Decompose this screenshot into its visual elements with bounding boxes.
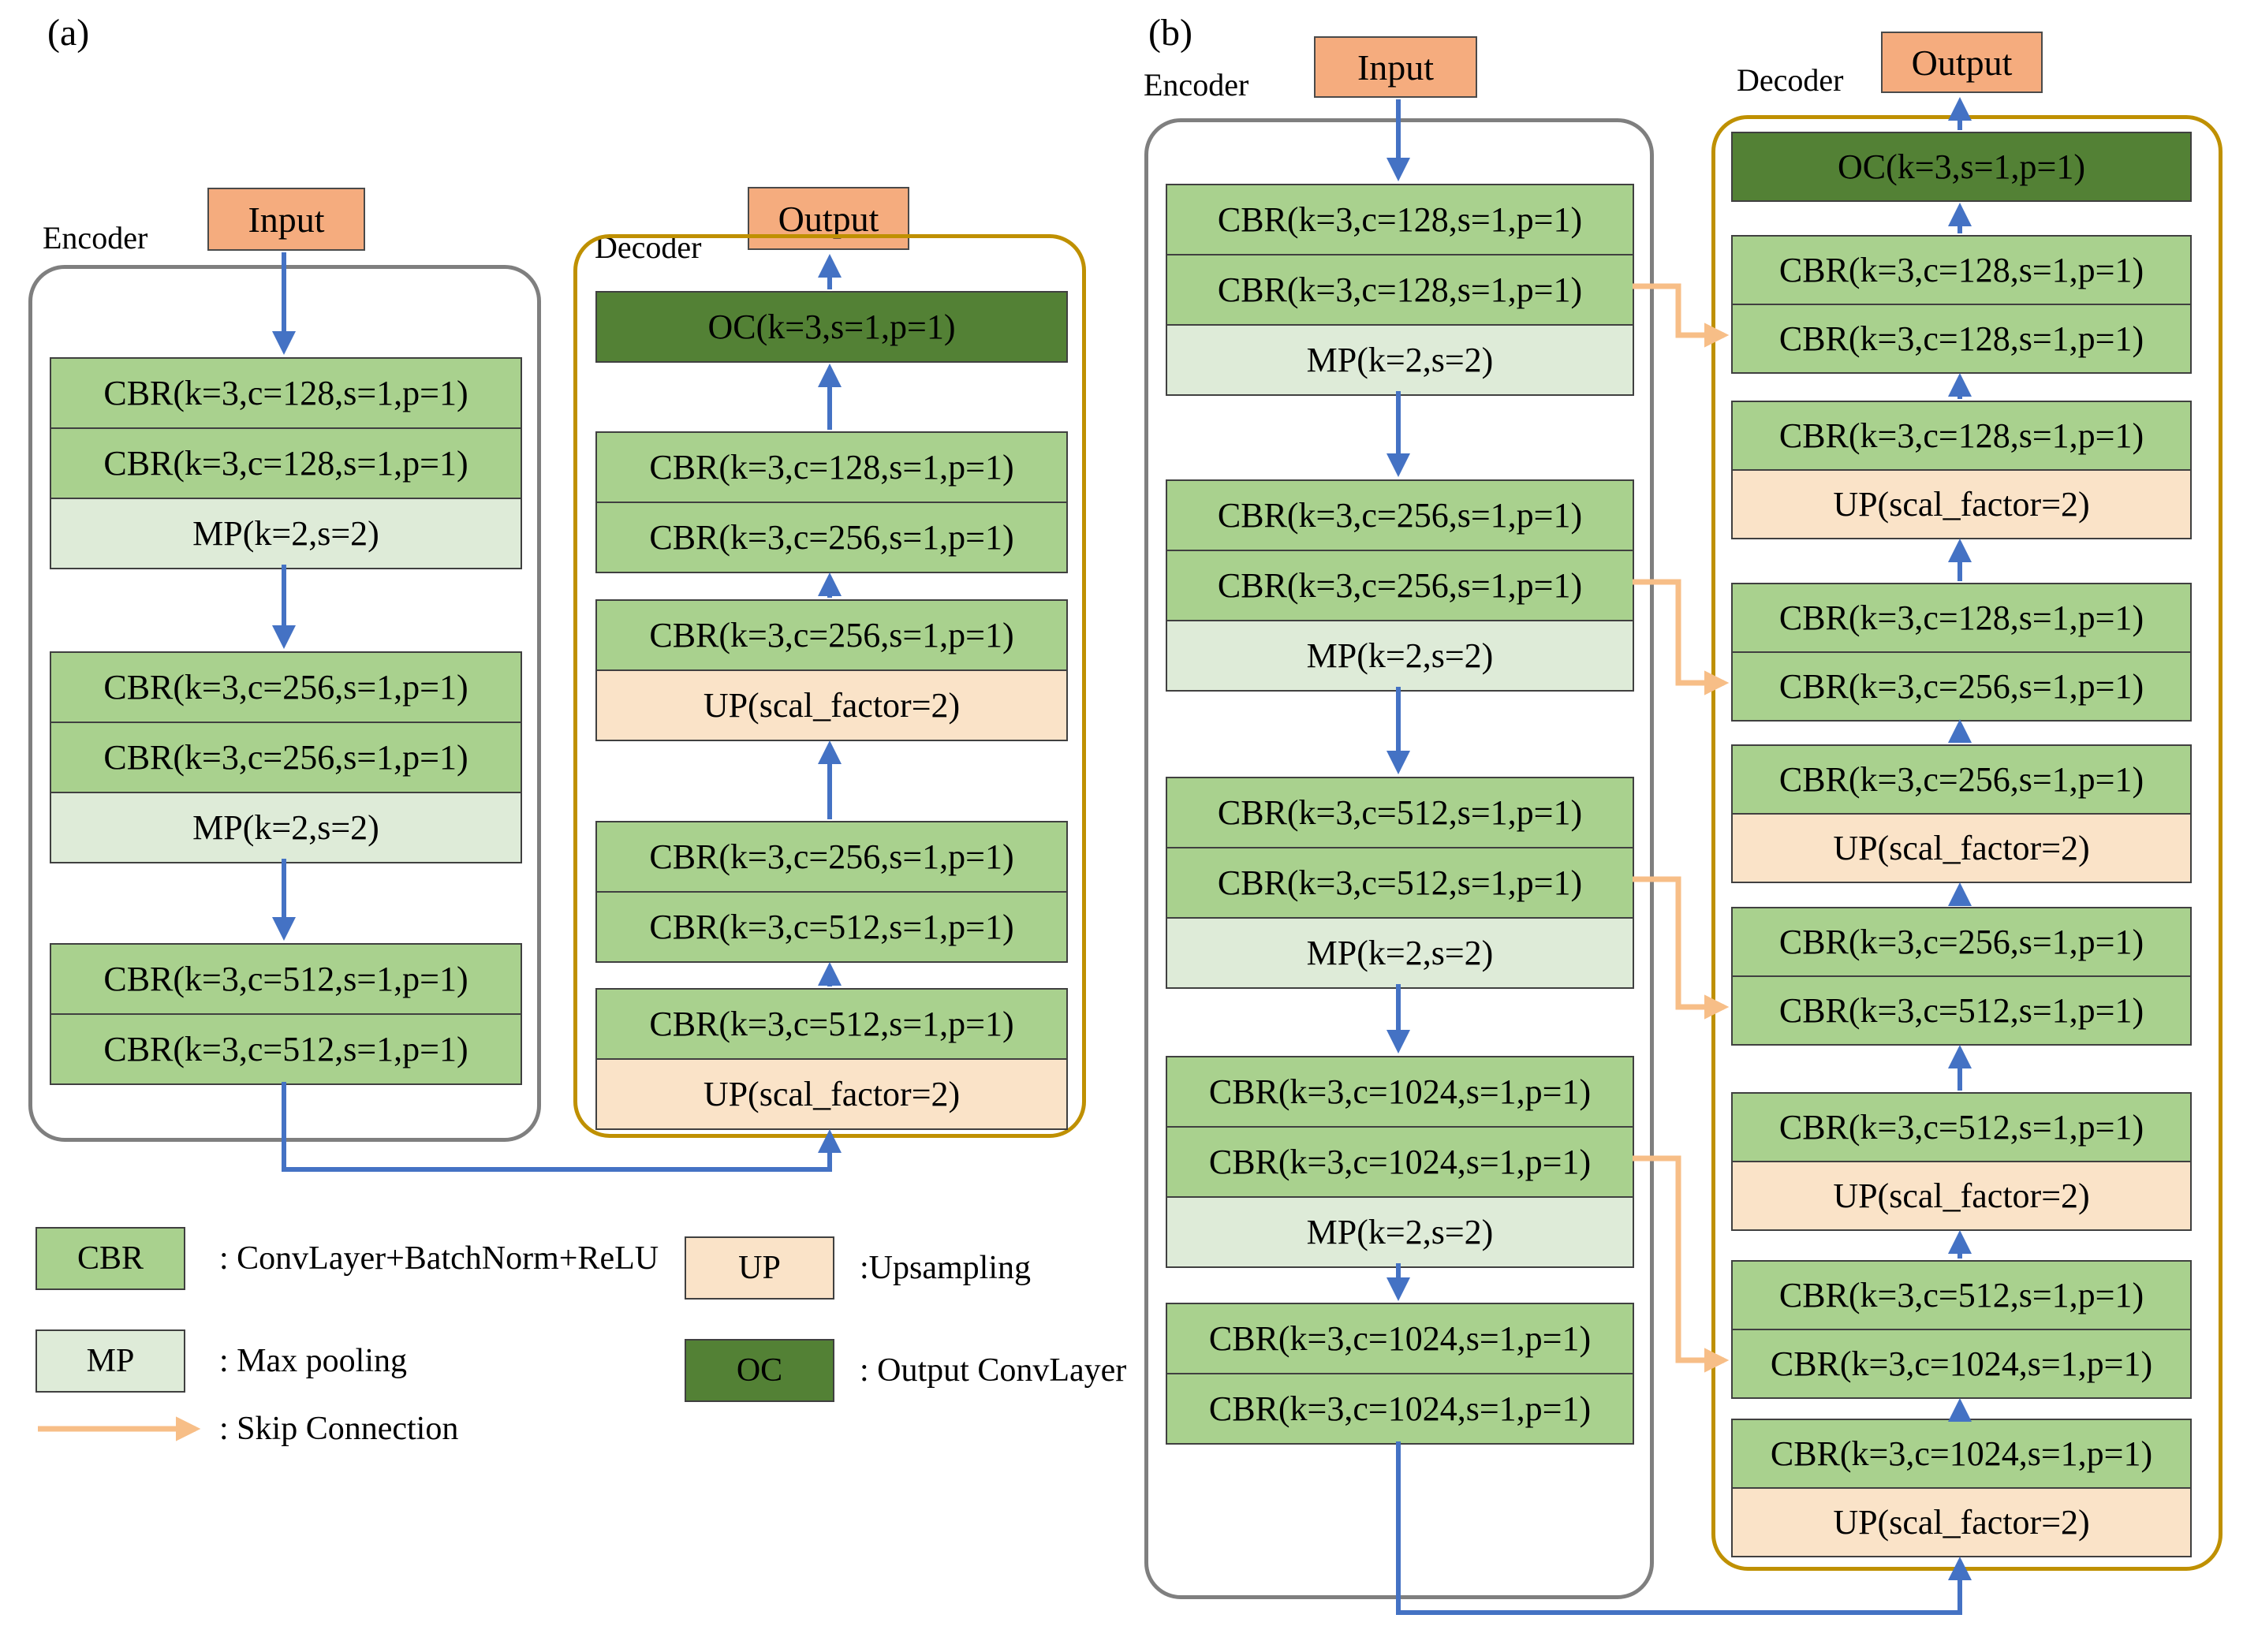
- upsample-block: UP(scal_factor=2): [1733, 469, 2190, 538]
- panel-b-decoder-stage-2: CBR(k=3,c=128,s=1,p=1) UP(scal_factor=2): [1731, 401, 2192, 539]
- panel-a-encoder-stage-3: CBR(k=3,c=512,s=1,p=1) CBR(k=3,c=512,s=1…: [50, 943, 522, 1085]
- legend-oc-description: : Output ConvLayer: [860, 1352, 1127, 1389]
- cbr-block: CBR(k=3,c=128,s=1,p=1): [51, 359, 521, 427]
- cbr-block: CBR(k=3,c=256,s=1,p=1): [597, 822, 1066, 891]
- cbr-block: CBR(k=3,c=512,s=1,p=1): [1167, 847, 1633, 917]
- cbr-block: CBR(k=3,c=512,s=1,p=1): [51, 945, 521, 1013]
- cbr-block: CBR(k=3,c=256,s=1,p=1): [1167, 550, 1633, 620]
- cbr-block: CBR(k=3,c=256,s=1,p=1): [51, 722, 521, 792]
- panel-b-decoder-stage-4: CBR(k=3,c=256,s=1,p=1) UP(scal_factor=2): [1731, 744, 2192, 883]
- cbr-block: CBR(k=3,c=512,s=1,p=1): [1733, 1262, 2190, 1329]
- cbr-block: CBR(k=3,c=1024,s=1,p=1): [1167, 1057, 1633, 1126]
- panel-b-decoder-stage-5: CBR(k=3,c=256,s=1,p=1) CBR(k=3,c=512,s=1…: [1731, 907, 2192, 1046]
- cbr-block: CBR(k=3,c=128,s=1,p=1): [1733, 402, 2190, 469]
- panel-a-encoder-stage-2: CBR(k=3,c=256,s=1,p=1) CBR(k=3,c=256,s=1…: [50, 651, 522, 863]
- panel-a-encoder-stage-1: CBR(k=3,c=128,s=1,p=1) CBR(k=3,c=128,s=1…: [50, 357, 522, 569]
- maxpool-block: MP(k=2,s=2): [51, 498, 521, 568]
- cbr-block: CBR(k=3,c=512,s=1,p=1): [597, 990, 1066, 1058]
- panel-a-encoder-label: Encoder: [43, 220, 148, 255]
- panel-a-decoder-stage-1: CBR(k=3,c=128,s=1,p=1) CBR(k=3,c=256,s=1…: [595, 431, 1068, 573]
- maxpool-block: MP(k=2,s=2): [1167, 1196, 1633, 1266]
- cbr-block: CBR(k=3,c=256,s=1,p=1): [1733, 746, 2190, 813]
- legend-mp-swatch: MP: [35, 1329, 185, 1393]
- legend-oc-swatch: OC: [685, 1339, 834, 1402]
- cbr-block: CBR(k=3,c=256,s=1,p=1): [51, 653, 521, 722]
- panel-a-decoder-stage-3: CBR(k=3,c=256,s=1,p=1) CBR(k=3,c=512,s=1…: [595, 821, 1068, 963]
- legend-cbr-description: : ConvLayer+BatchNorm+ReLU: [219, 1240, 659, 1277]
- maxpool-block: MP(k=2,s=2): [1167, 324, 1633, 394]
- upsample-block: UP(scal_factor=2): [1733, 813, 2190, 882]
- cbr-block: CBR(k=3,c=256,s=1,p=1): [1733, 651, 2190, 720]
- panel-b-output-box: Output: [1881, 32, 2043, 93]
- panel-a-input-box: Input: [207, 188, 365, 251]
- legend-skip-description: : Skip Connection: [219, 1411, 459, 1447]
- legend-up-swatch: UP: [685, 1236, 834, 1300]
- cbr-block: CBR(k=3,c=256,s=1,p=1): [597, 601, 1066, 669]
- legend-cbr-swatch: CBR: [35, 1227, 185, 1290]
- legend-mp-description: : Max pooling: [219, 1343, 407, 1379]
- panel-b-encoder-stage-4: CBR(k=3,c=1024,s=1,p=1) CBR(k=3,c=1024,s…: [1166, 1056, 1634, 1268]
- panel-b-encoder-stage-3: CBR(k=3,c=512,s=1,p=1) CBR(k=3,c=512,s=1…: [1166, 777, 1634, 989]
- upsample-block: UP(scal_factor=2): [597, 669, 1066, 740]
- cbr-block: CBR(k=3,c=512,s=1,p=1): [597, 891, 1066, 961]
- panel-b-decoder-output-conv: OC(k=3,s=1,p=1): [1731, 132, 2192, 202]
- panel-b-decoder-stage-1: CBR(k=3,c=128,s=1,p=1) CBR(k=3,c=128,s=1…: [1731, 235, 2192, 374]
- cbr-block: CBR(k=3,c=1024,s=1,p=1): [1733, 1420, 2190, 1487]
- cbr-block: CBR(k=3,c=1024,s=1,p=1): [1167, 1373, 1633, 1443]
- panel-b-decoder-stage-7: CBR(k=3,c=512,s=1,p=1) CBR(k=3,c=1024,s=…: [1731, 1260, 2192, 1399]
- cbr-block: CBR(k=3,c=128,s=1,p=1): [1733, 304, 2190, 372]
- cbr-block: CBR(k=3,c=128,s=1,p=1): [1733, 584, 2190, 651]
- cbr-block: CBR(k=3,c=256,s=1,p=1): [597, 502, 1066, 572]
- cbr-block: CBR(k=3,c=512,s=1,p=1): [1733, 1094, 2190, 1161]
- panel-b-label: (b): [1148, 12, 1192, 54]
- cbr-block: CBR(k=3,c=1024,s=1,p=1): [1167, 1304, 1633, 1373]
- upsample-block: UP(scal_factor=2): [1733, 1487, 2190, 1556]
- output-conv-block: OC(k=3,s=1,p=1): [1733, 133, 2190, 200]
- panel-b-encoder-stage-1: CBR(k=3,c=128,s=1,p=1) CBR(k=3,c=128,s=1…: [1166, 184, 1634, 396]
- panel-b-decoder-stage-8: CBR(k=3,c=1024,s=1,p=1) UP(scal_factor=2…: [1731, 1419, 2192, 1557]
- cbr-block: CBR(k=3,c=256,s=1,p=1): [1167, 481, 1633, 550]
- panel-b-encoder-bottleneck: CBR(k=3,c=1024,s=1,p=1) CBR(k=3,c=1024,s…: [1166, 1303, 1634, 1445]
- upsample-block: UP(scal_factor=2): [1733, 1161, 2190, 1229]
- panel-a-output-box: Output: [748, 187, 909, 250]
- maxpool-block: MP(k=2,s=2): [1167, 917, 1633, 987]
- cbr-block: CBR(k=3,c=512,s=1,p=1): [51, 1013, 521, 1083]
- panel-b-encoder-stage-2: CBR(k=3,c=256,s=1,p=1) CBR(k=3,c=256,s=1…: [1166, 479, 1634, 692]
- panel-a-decoder-stage-2: CBR(k=3,c=256,s=1,p=1) UP(scal_factor=2): [595, 599, 1068, 741]
- cbr-block: CBR(k=3,c=512,s=1,p=1): [1733, 975, 2190, 1044]
- panel-b-decoder-label: Decoder: [1737, 62, 1844, 98]
- panel-a-label: (a): [47, 12, 90, 54]
- cbr-block: CBR(k=3,c=1024,s=1,p=1): [1167, 1126, 1633, 1196]
- panel-b-decoder-stage-6: CBR(k=3,c=512,s=1,p=1) UP(scal_factor=2): [1731, 1092, 2192, 1231]
- cbr-block: CBR(k=3,c=128,s=1,p=1): [51, 427, 521, 498]
- maxpool-block: MP(k=2,s=2): [51, 792, 521, 862]
- cbr-block: CBR(k=3,c=128,s=1,p=1): [1733, 237, 2190, 304]
- cbr-block: CBR(k=3,c=256,s=1,p=1): [1733, 908, 2190, 975]
- maxpool-block: MP(k=2,s=2): [1167, 620, 1633, 690]
- panel-b-encoder-label: Encoder: [1144, 67, 1249, 103]
- panel-b-decoder-stage-3: CBR(k=3,c=128,s=1,p=1) CBR(k=3,c=256,s=1…: [1731, 583, 2192, 722]
- cbr-block: CBR(k=3,c=512,s=1,p=1): [1167, 778, 1633, 847]
- legend-up-description: :Upsampling: [860, 1250, 1031, 1286]
- output-conv-block: OC(k=3,s=1,p=1): [597, 293, 1066, 361]
- panel-a-decoder-output-conv: OC(k=3,s=1,p=1): [595, 291, 1068, 363]
- panel-b-input-box: Input: [1314, 36, 1477, 98]
- cbr-block: CBR(k=3,c=128,s=1,p=1): [597, 433, 1066, 502]
- cbr-block: CBR(k=3,c=128,s=1,p=1): [1167, 254, 1633, 324]
- upsample-block: UP(scal_factor=2): [597, 1058, 1066, 1128]
- cbr-block: CBR(k=3,c=128,s=1,p=1): [1167, 185, 1633, 254]
- cbr-block: CBR(k=3,c=1024,s=1,p=1): [1733, 1329, 2190, 1397]
- panel-a-decoder-stage-4: CBR(k=3,c=512,s=1,p=1) UP(scal_factor=2): [595, 988, 1068, 1130]
